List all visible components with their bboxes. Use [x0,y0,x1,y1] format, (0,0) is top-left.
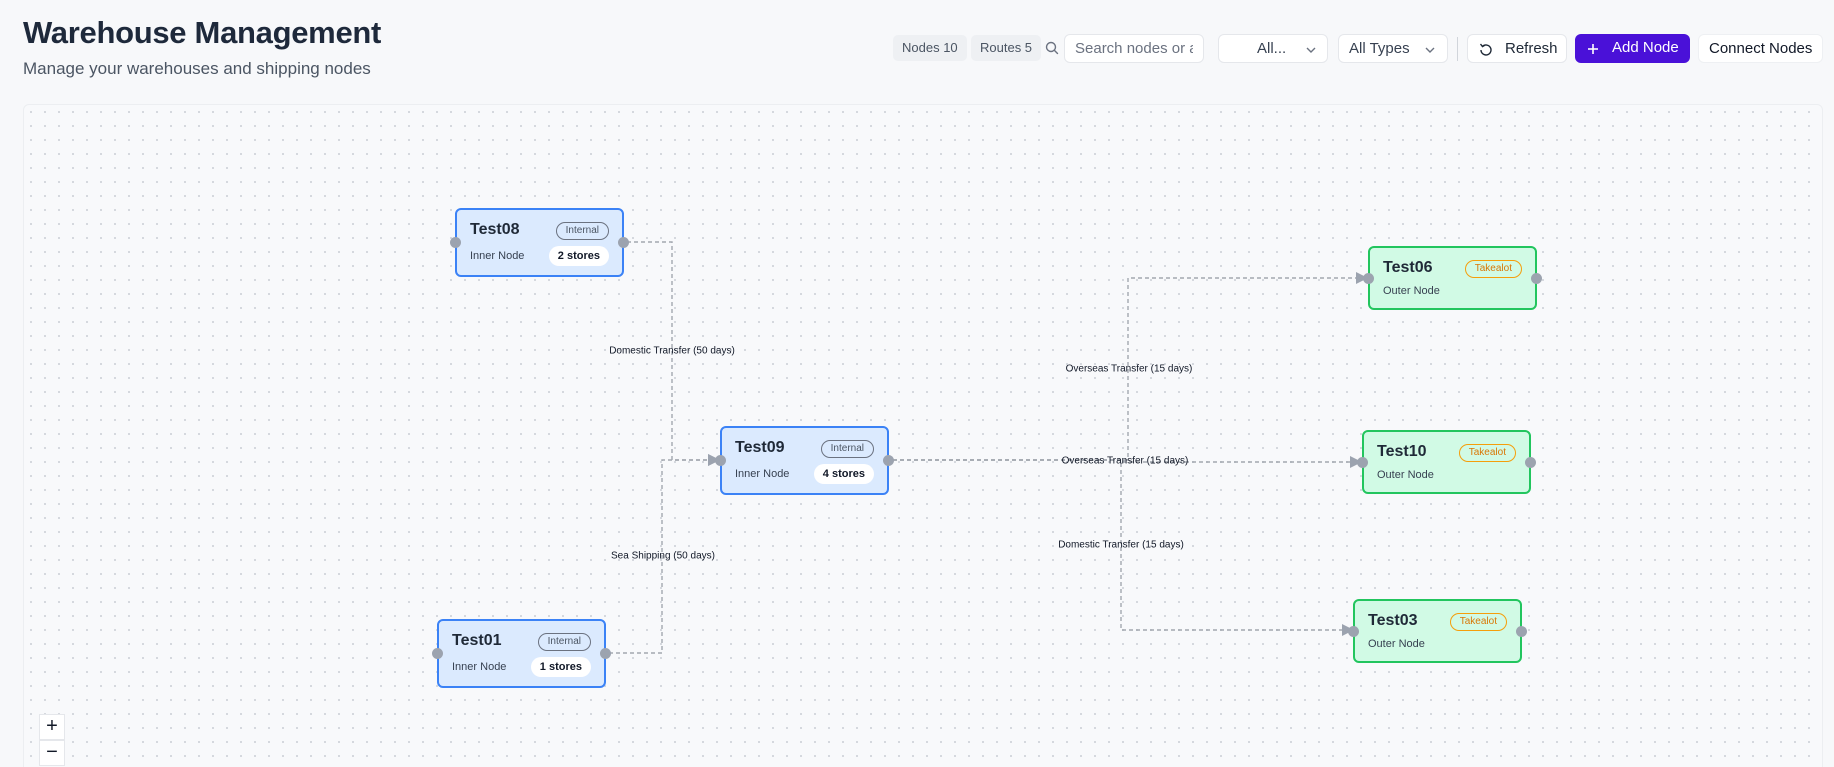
node-test10[interactable]: Test10 Takealot Outer Node [1357,430,1536,494]
output-port[interactable] [600,648,611,659]
node-test03[interactable]: Test03 Takealot Outer Node [1348,599,1527,663]
page-title: Warehouse Management [23,15,382,50]
node-test01[interactable]: Test01 Internal Inner Node 1 stores [432,619,611,688]
type-filter-value: All Types [1349,40,1410,57]
warehouse-filter-value: All... [1257,40,1287,57]
input-port[interactable] [450,237,461,248]
output-port[interactable] [1525,456,1536,468]
zoom-in-button[interactable]: + [39,714,65,740]
chevron-down-icon [1425,47,1435,53]
page-subtitle: Manage your warehouses and shipping node… [23,59,371,78]
node-name: Test06 [1383,259,1433,276]
node-name: Test03 [1368,612,1418,629]
zoom-out-button[interactable]: − [39,740,65,766]
toolbar-divider [1457,37,1458,61]
node-name: Test09 [735,439,785,456]
graph-canvas[interactable] [23,104,1823,767]
node-test09[interactable]: Test09 Internal Inner Node 4 stores [715,426,894,495]
node-tag: Internal [555,222,609,240]
output-port[interactable] [1531,272,1542,284]
refresh-label: Refresh [1505,40,1558,57]
input-port[interactable] [1357,456,1368,468]
refresh-icon [1479,43,1492,56]
node-type: Outer Node [1383,285,1440,297]
route-label[interactable]: Overseas Transfer (15 days) [1065,363,1193,375]
plus-icon [1588,44,1598,54]
output-port[interactable] [883,455,894,466]
input-port[interactable] [715,455,726,466]
input-port[interactable] [1348,625,1359,637]
stores-badge: 2 stores [548,246,609,266]
refresh-button[interactable]: Refresh [1467,34,1567,63]
node-type: Inner Node [735,468,790,480]
route-label[interactable]: Overseas Transfer (15 days) [1061,455,1189,467]
add-node-button[interactable]: Add Node [1575,34,1690,63]
input-port[interactable] [1363,272,1374,284]
route-label[interactable]: Domestic Transfer (50 days) [609,345,735,357]
node-type: Inner Node [452,661,507,673]
input-port[interactable] [432,648,443,659]
node-tag: Takealot [1449,613,1507,631]
toolbar: Nodes 10 Routes 5 All... All Types Refre… [0,34,1834,64]
warehouse-filter-select[interactable]: All... [1218,34,1328,63]
add-node-label: Add Node [1612,39,1679,56]
route-label[interactable]: Domestic Transfer (15 days) [1058,539,1184,551]
route-label[interactable]: Sea Shipping (50 days) [611,550,715,562]
connect-nodes-button[interactable]: Connect Nodes [1698,34,1823,63]
stores-badge: 1 stores [530,657,591,677]
connect-nodes-label: Connect Nodes [1709,40,1813,57]
nodes-count-badge: Nodes 10 [893,35,967,61]
chevron-down-icon [1306,47,1316,53]
node-type: Inner Node [470,250,525,262]
node-name: Test08 [470,221,520,238]
node-name: Test10 [1377,443,1427,460]
node-test06[interactable]: Test06 Takealot Outer Node [1363,246,1542,310]
node-tag: Takealot [1458,444,1516,462]
search-box [1040,34,1210,63]
output-port[interactable] [618,237,629,248]
search-icon [1045,41,1059,55]
node-tag: Internal [820,440,874,458]
type-filter-select[interactable]: All Types [1338,34,1448,63]
node-tag: Internal [537,633,591,651]
output-port[interactable] [1516,625,1527,637]
stores-badge: 4 stores [813,464,874,484]
node-name: Test01 [452,632,502,649]
node-type: Outer Node [1377,469,1434,481]
search-input[interactable] [1064,34,1204,63]
node-test08[interactable]: Test08 Internal Inner Node 2 stores [450,208,629,277]
node-type: Outer Node [1368,638,1425,650]
node-tag: Takealot [1464,260,1522,278]
routes-count-badge: Routes 5 [971,35,1042,61]
